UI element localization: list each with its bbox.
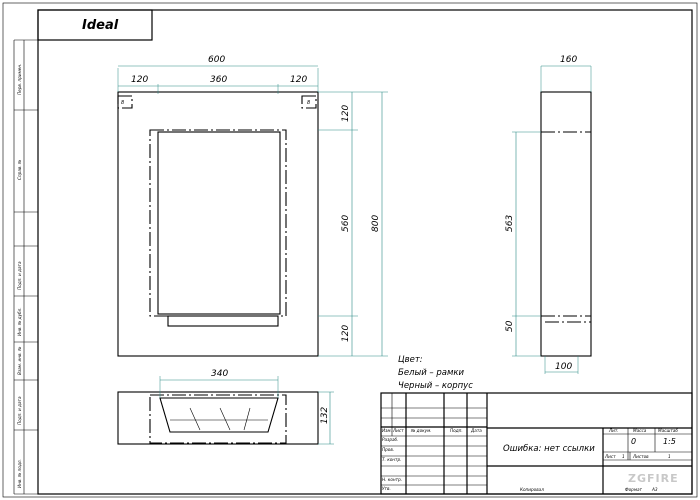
dim-inner-height: 560 [341, 215, 351, 232]
front-outer-frame [117, 91, 319, 357]
strip-label: Взам. инв. № [17, 346, 22, 375]
watermark-logo: ZGFIRE [628, 472, 679, 485]
stamp-col-date: Дата [470, 428, 482, 433]
stamp-sheet-label: Лист [604, 454, 616, 459]
drawing-frame [37, 9, 693, 495]
dim-inner-width: 360 [210, 75, 227, 85]
title-block: Изм. Лист № докум. Подп. Дата Разраб. Пр… [380, 392, 693, 495]
corner-mark-text: 8 [307, 100, 310, 106]
stamp-role: Утв. [382, 486, 391, 491]
corner-mark-text: 8 [121, 100, 124, 106]
dim-side-depth: 160 [560, 55, 577, 65]
strip-label: Перв. примен. [17, 64, 22, 95]
stamp-col-doc: № докум. [410, 428, 432, 433]
top-outer [117, 391, 319, 445]
strip-label: Инв. № подл. [17, 459, 22, 488]
stamp-format-label: Формат [625, 487, 643, 492]
front-base [167, 315, 279, 327]
strip-label: Подп. и дата [17, 396, 22, 425]
stamp-scale-value: 1:5 [663, 437, 676, 446]
stamp-sheets-label: Листов [632, 454, 649, 459]
side-view: 160 563 50 100 [505, 55, 592, 374]
stamp-col-mass: Масса [633, 428, 647, 433]
dim-total-height: 800 [371, 215, 381, 232]
front-view: 8 8 600 120 360 120 120 560 120 800 [117, 55, 388, 357]
strip-label: Подп. и дата [17, 261, 22, 290]
color-notes: Цвет: Белый – рамки Черный – корпус [398, 355, 473, 391]
strip-label: Справ. № [17, 159, 22, 180]
dim-side-base-height: 50 [505, 320, 515, 332]
left-binding-strip: Перв. примен. Справ. № Подп. и дата Инв.… [13, 39, 38, 495]
dim-top-depth: 132 [320, 407, 330, 424]
dim-side-base-depth: 100 [555, 362, 572, 372]
dim-right-margin: 120 [290, 75, 307, 85]
stamp-col-lit: Лит. [608, 428, 619, 433]
front-inner-dashed [149, 129, 287, 317]
stamp-role: Разраб. [382, 437, 398, 442]
dim-top-margin: 120 [341, 105, 351, 122]
stamp-col-list: Лист [392, 428, 404, 433]
front-screen [157, 131, 281, 315]
stamp-copied: Копировал [520, 487, 544, 492]
name-block-text: Ideal [82, 18, 119, 33]
name-block: Ideal [37, 9, 153, 41]
stamp-mass-value: 0 [631, 437, 636, 446]
front-corner-mark-left [117, 95, 133, 109]
stamp-doc-title: Ошибка: нет ссылки [503, 444, 595, 454]
stamp-sheet-value: 1 [622, 454, 625, 459]
note-line-1: Цвет: [398, 355, 423, 365]
dim-top-inner-width: 340 [211, 369, 228, 379]
note-line-2: Белый – рамки [398, 368, 465, 378]
stamp-col-sign: Подп. [450, 428, 463, 433]
stamp-role: Т. контр. [382, 457, 401, 462]
top-inner-dashed [149, 394, 287, 444]
top-firebox [159, 397, 279, 433]
dim-side-height: 563 [505, 215, 515, 232]
stamp-format-value: A3 [651, 487, 658, 492]
note-line-3: Черный – корпус [398, 381, 473, 391]
dim-left-margin: 120 [131, 75, 148, 85]
stamp-role: Пров. [382, 447, 394, 452]
dim-bottom-margin: 120 [341, 325, 351, 342]
dim-total-width: 600 [208, 55, 225, 65]
stamp-sheets-value: 1 [668, 454, 671, 459]
strip-label: Инв. № дубл. [17, 307, 22, 336]
stamp-role: Н. контр. [382, 477, 402, 482]
stamp-col-scale: Масштаб [658, 428, 678, 433]
side-body [540, 91, 592, 357]
top-view: 340 132 [117, 369, 334, 445]
front-corner-mark-right [301, 95, 317, 109]
stamp-col-izm: Изм. [382, 428, 392, 433]
